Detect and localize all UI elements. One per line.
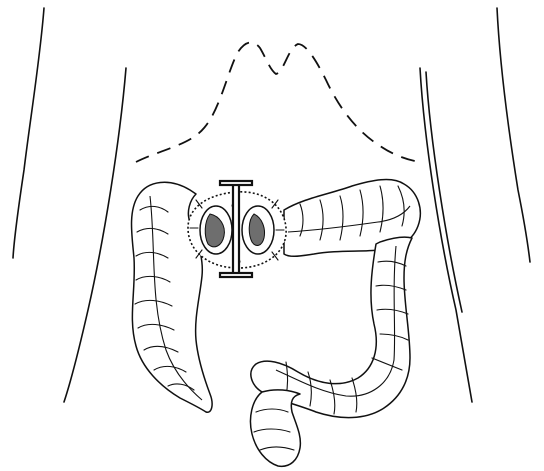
torso-inner-right-contour-double (426, 72, 462, 312)
torso-outer-right-contour (497, 8, 530, 262)
torso-outer-left-contour (13, 8, 44, 258)
stoma-bridge-bottom-bar (220, 273, 252, 277)
costal-margin-dashed-line (136, 42, 420, 162)
torso-inner-left-contour (64, 68, 126, 402)
stoma-bridge-rod (233, 184, 239, 276)
stoma-bridge-top-bar (220, 181, 252, 185)
